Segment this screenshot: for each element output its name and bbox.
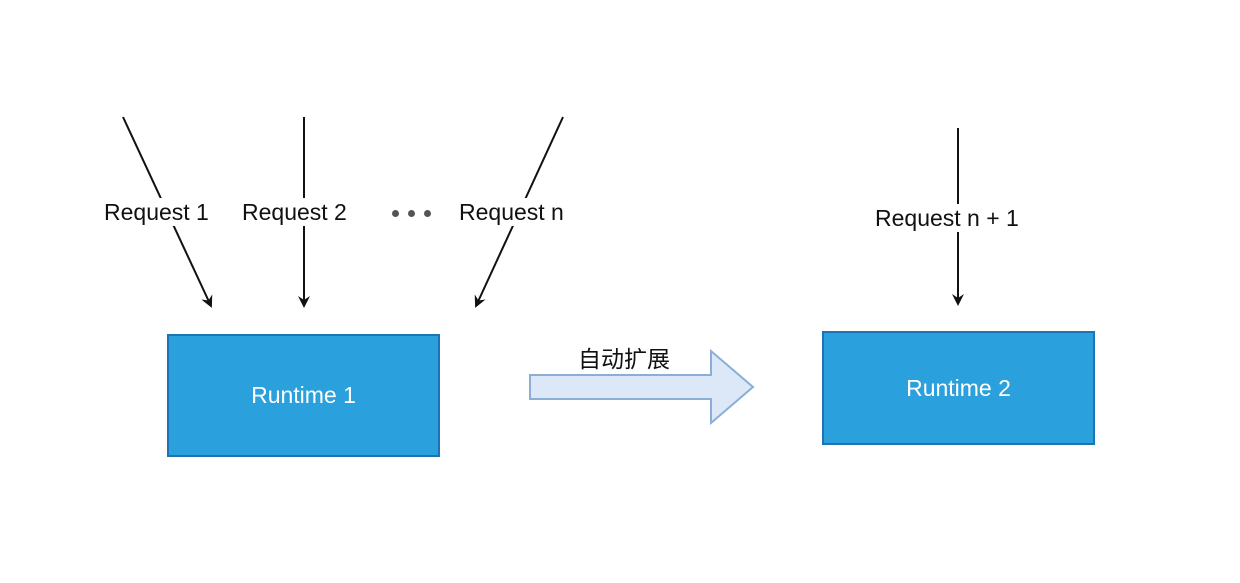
scale-arrow-label: 自动扩展 (578, 347, 670, 373)
runtime-2-label: Runtime 2 (906, 374, 1011, 401)
runtime-1-label: Runtime 1 (251, 382, 356, 408)
runtime-2-box: Runtime 2 (822, 331, 1095, 445)
request-1-label: Request 1 (102, 198, 211, 226)
scale-arrow (529, 348, 755, 426)
runtime-1-box: Runtime 1 (167, 334, 440, 457)
request-n-plus-1-label: Request n + 1 (873, 204, 1021, 232)
request-n-label: Request n (457, 198, 566, 226)
request-2-label: Request 2 (240, 198, 349, 226)
